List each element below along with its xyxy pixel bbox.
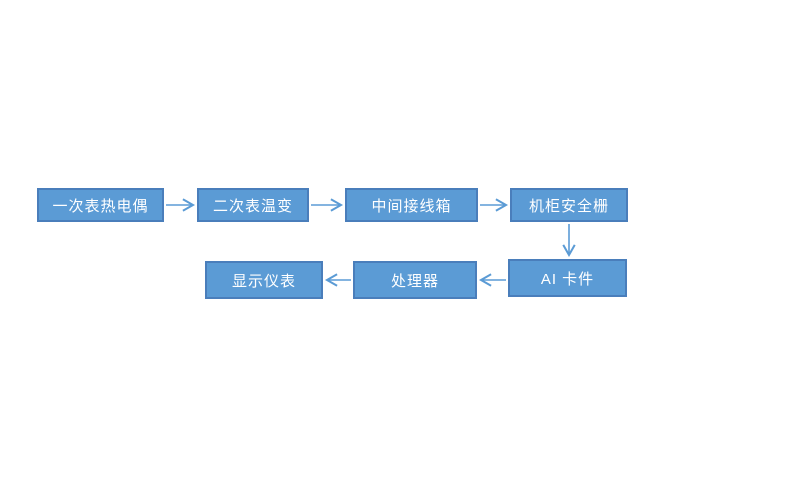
- node-label: 二次表温变: [212, 197, 293, 215]
- node-label: 机柜安全栅: [528, 197, 609, 215]
- node-display-instrument: 显示仪表: [205, 261, 323, 299]
- node-junction-box: 中间接线箱: [345, 188, 478, 222]
- node-label: 一次表热电偶: [52, 197, 149, 215]
- node-label: 显示仪表: [231, 272, 296, 290]
- node-secondary-transmitter: 二次表温变: [197, 188, 309, 222]
- node-label: 处理器: [390, 272, 439, 290]
- node-processor: 处理器: [353, 261, 477, 299]
- node-label: AI 卡件: [540, 270, 595, 288]
- node-ai-card: AI 卡件: [508, 259, 627, 297]
- node-primary-thermocouple: 一次表热电偶: [37, 188, 164, 222]
- node-label: 中间接线箱: [371, 197, 452, 215]
- node-safety-barrier: 机柜安全栅: [510, 188, 628, 222]
